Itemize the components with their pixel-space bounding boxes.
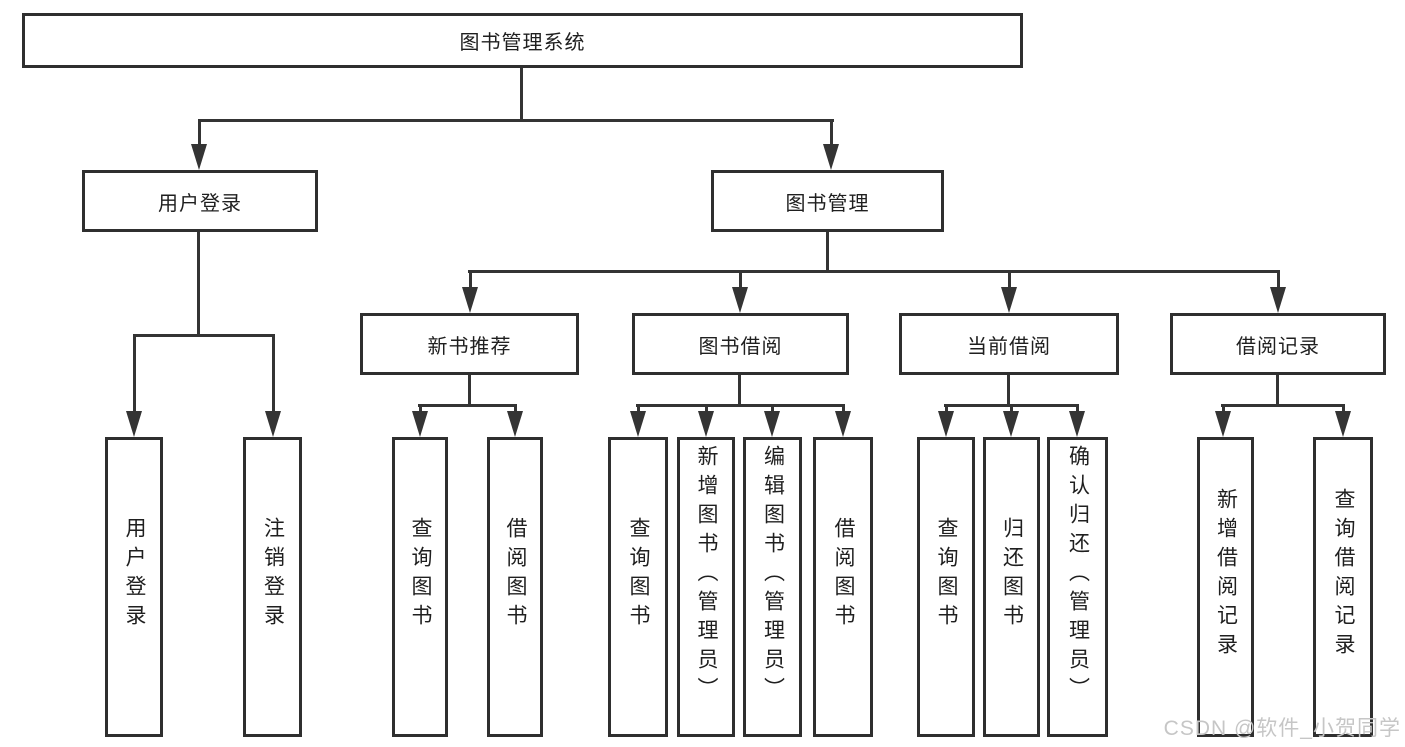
connector-vline-book-borrow xyxy=(738,375,741,406)
connector-hline-new-book-recommend xyxy=(418,404,517,407)
connector-arrow-user-login xyxy=(191,122,207,170)
connector-hline-book-management xyxy=(468,270,1280,273)
connector-arrow-query-books-1 xyxy=(412,407,428,437)
connector-arrow-new-book-recommend xyxy=(462,273,478,313)
leaf-borrow-books-borrow: 借阅图书 xyxy=(813,437,873,737)
connector-arrow-current-borrow xyxy=(1001,273,1017,313)
connector-arrow-edit-book xyxy=(764,407,780,437)
csdn-watermark: CSDN @软件_小贺同学 xyxy=(1163,717,1401,740)
leaf-user-login: 用户登录 xyxy=(105,437,163,737)
connector-arrow-confirm-return xyxy=(1069,407,1085,437)
connector-arrow-add-borrow-record xyxy=(1215,407,1231,437)
leaf-edit-book-admin: 编辑图书（管理员） xyxy=(743,437,802,737)
leaf-query-books-current: 查询图书 xyxy=(917,437,975,737)
connector-vline-current-borrow xyxy=(1007,375,1010,406)
connector-arrow-login-leaf xyxy=(126,337,142,437)
connector-vline-borrow-records xyxy=(1276,375,1279,406)
connector-arrow-logout-leaf xyxy=(265,337,281,437)
connector-arrow-borrow-records xyxy=(1270,273,1286,313)
connector-hline-borrow-records xyxy=(1221,404,1345,407)
connector-arrow-add-book xyxy=(698,407,714,437)
leaf-confirm-return-admin: 确认归还（管理员） xyxy=(1047,437,1108,737)
connector-arrow-borrow-books-1 xyxy=(507,407,523,437)
leaf-return-book: 归还图书 xyxy=(983,437,1040,737)
leaf-add-book-admin: 新增图书（管理员） xyxy=(677,437,735,737)
leaf-query-borrow-record: 查询借阅记录 xyxy=(1313,437,1373,737)
leaf-logout: 注销登录 xyxy=(243,437,302,737)
node-new-book-recommend: 新书推荐 xyxy=(360,313,579,375)
connector-arrow-query-books-3 xyxy=(938,407,954,437)
leaf-borrow-books-recommend: 借阅图书 xyxy=(487,437,543,737)
connector-arrow-book-borrow xyxy=(732,273,748,313)
node-book-management: 图书管理 xyxy=(711,170,944,232)
connector-hline-user-login xyxy=(133,334,275,337)
connector-hline-root xyxy=(198,119,834,122)
connector-arrow-query-borrow-record xyxy=(1335,407,1351,437)
connector-arrow-query-books-2 xyxy=(630,407,646,437)
connector-arrow-return-book xyxy=(1003,407,1019,437)
node-root-library-system: 图书管理系统 xyxy=(22,13,1023,68)
connector-hline-book-borrow xyxy=(636,404,845,407)
leaf-add-borrow-record: 新增借阅记录 xyxy=(1197,437,1254,737)
connector-vline-new-book-recommend xyxy=(468,375,471,406)
connector-arrow-book-management xyxy=(823,122,839,170)
connector-vline-book-management xyxy=(826,232,829,273)
leaf-query-books-recommend: 查询图书 xyxy=(392,437,448,737)
node-user-login: 用户登录 xyxy=(82,170,318,232)
connector-vline-root xyxy=(520,68,523,120)
node-book-borrow: 图书借阅 xyxy=(632,313,849,375)
connector-hline-current-borrow xyxy=(944,404,1079,407)
connector-vline-user-login xyxy=(197,232,200,337)
node-current-borrow: 当前借阅 xyxy=(899,313,1119,375)
connector-arrow-borrow-books-2 xyxy=(835,407,851,437)
leaf-query-books-borrow: 查询图书 xyxy=(608,437,668,737)
node-borrow-records: 借阅记录 xyxy=(1170,313,1386,375)
